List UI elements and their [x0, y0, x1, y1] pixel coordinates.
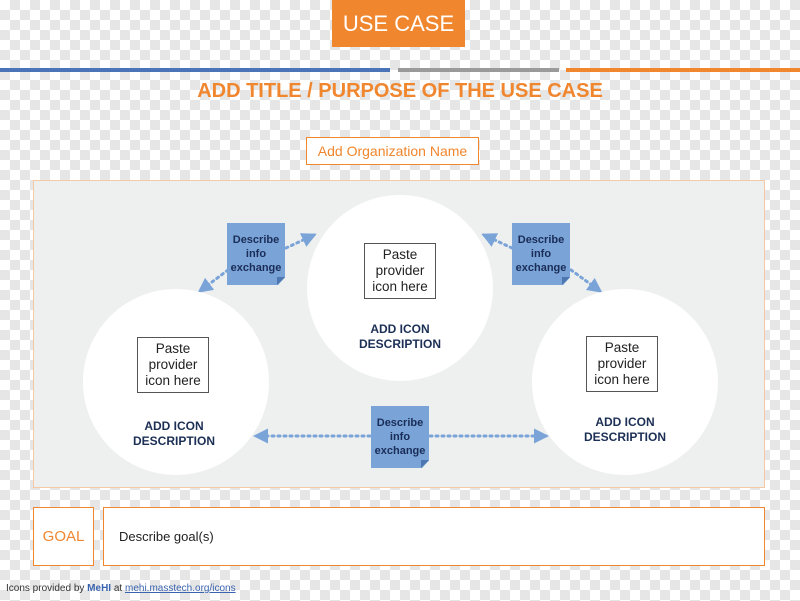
info-exchange-label: Describe info exchange — [515, 234, 567, 274]
page-title: ADD TITLE / PURPOSE OF THE USE CASE — [197, 80, 603, 102]
use-case-banner: USE CASE — [332, 0, 465, 47]
arrow-top-right — [481, 233, 514, 250]
note-fold — [562, 277, 570, 285]
info-exchange-note-right[interactable]: Describe info exchange — [512, 223, 570, 285]
arrow-top-left — [284, 233, 317, 250]
credits-link[interactable]: mehi.masstech.org/icons — [124, 583, 236, 594]
info-exchange-note-bottom[interactable]: Describe info exchange — [371, 406, 429, 468]
icon-placeholder-left[interactable]: Paste provider icon here — [137, 337, 209, 393]
divider-gray — [398, 68, 559, 72]
icon-placeholder-top[interactable]: Paste provider icon here — [364, 243, 436, 299]
credits-at: at — [113, 583, 123, 594]
arrow-right-top — [569, 268, 603, 293]
info-exchange-label: Describe info exchange — [230, 234, 282, 274]
icon-credits: Icons provided by MeHI at mehi.masstech.… — [6, 583, 236, 594]
info-exchange-note-left[interactable]: Describe info exchange — [227, 223, 285, 285]
note-fold — [277, 277, 285, 285]
icon-description-left: ADD ICON DESCRIPTION — [132, 419, 215, 448]
credits-prefix: Icons provided by — [6, 583, 85, 594]
arrow-left-top — [197, 268, 230, 293]
note-fold — [421, 460, 429, 468]
organization-name[interactable]: Add Organization Name — [306, 137, 479, 165]
goal-label: GOAL — [33, 507, 94, 566]
credits-brand: MeHI — [87, 583, 112, 594]
divider-orange — [566, 68, 800, 72]
info-exchange-label: Describe info exchange — [374, 417, 426, 457]
icon-description-right: ADD ICON DESCRIPTION — [583, 415, 666, 444]
icon-description-top: ADD ICON DESCRIPTION — [358, 322, 441, 351]
goal-text-box[interactable]: Describe goal(s) — [103, 507, 765, 566]
divider-blue — [0, 68, 390, 72]
icon-placeholder-right[interactable]: Paste provider icon here — [586, 336, 658, 392]
